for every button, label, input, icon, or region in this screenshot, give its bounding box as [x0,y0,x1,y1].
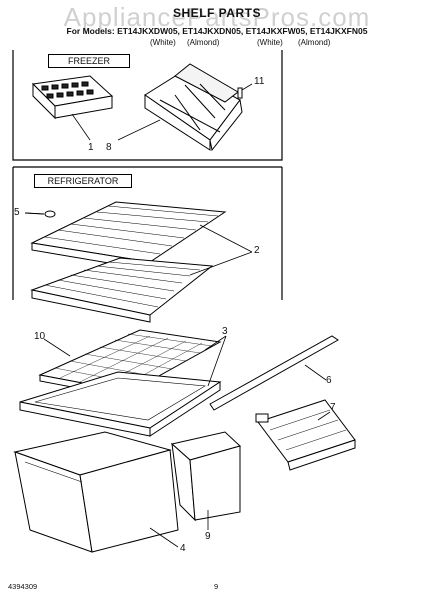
callout-7: 7 [330,402,336,413]
document-number: 4394309 [8,582,38,591]
leader-lines-refrigerator [25,212,331,548]
callout-11: 11 [254,76,265,87]
drawer-rail-part [255,399,356,471]
color-label-2: (Almond) [187,38,220,47]
ice-tray-part [31,75,114,120]
callout-1: 1 [88,142,94,153]
wire-shelf-lower [30,257,214,323]
page-number: 9 [214,582,219,591]
watermark: AppliancePartsPros.com [63,2,371,32]
callout-4: 4 [180,543,186,554]
callout-10: 10 [34,331,46,342]
freezer-section-frame [12,50,283,161]
leader-lines-freezer [71,83,253,141]
page-title: SHELF PARTS [173,6,261,20]
callout-3: 3 [222,326,228,337]
callout-9: 9 [205,531,211,542]
crisper-frame-part [19,371,222,437]
model-list: For Models: ET14JKXDW05, ET14JKXDN05, ET… [66,26,368,36]
ice-bin-part [144,63,243,152]
crisper-drawer-small [170,431,241,522]
callout-6: 6 [326,375,332,386]
trim-strip-part [209,335,339,411]
callout-8: 8 [106,142,112,153]
crisper-drawer-large [13,431,179,553]
color-label-4: (Almond) [298,38,331,47]
color-label-3: (White) [257,38,283,47]
color-label-1: (White) [150,38,176,47]
callout-5: 5 [14,207,20,218]
freezer-section-label: FREEZER [48,54,130,68]
refrigerator-section-label: REFRIGERATOR [34,174,132,188]
callout-2: 2 [254,245,260,256]
refrigerator-section-frame [12,166,283,300]
